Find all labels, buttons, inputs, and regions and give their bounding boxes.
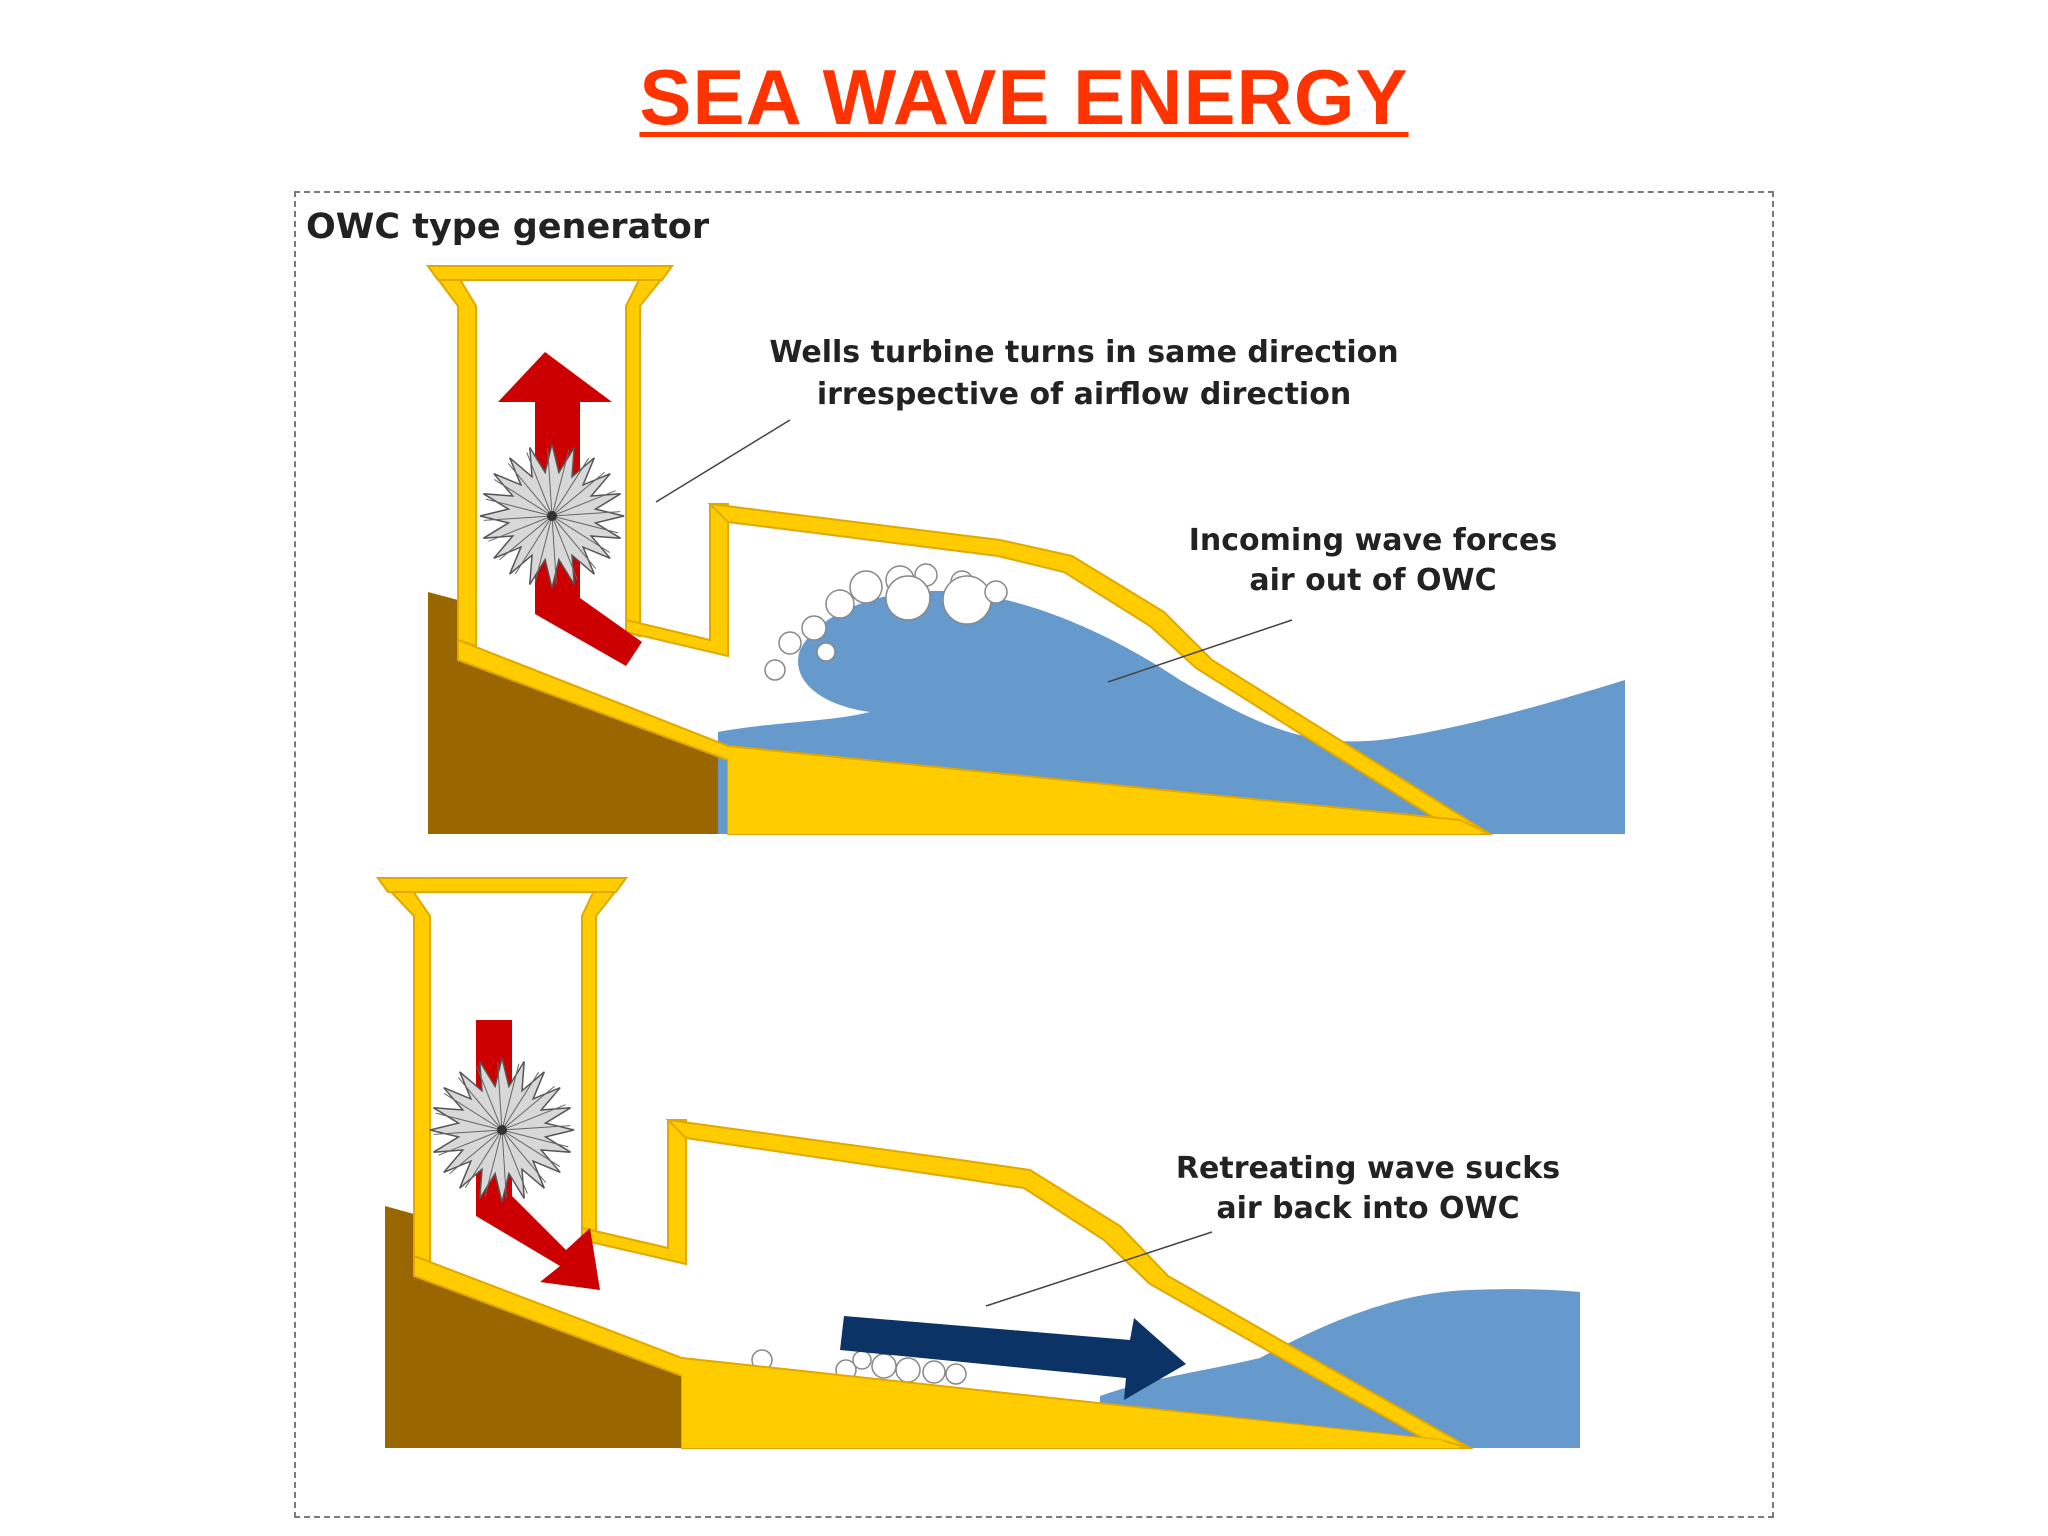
turbine-blade-line: [497, 1061, 503, 1131]
turbine-callout-line: [655, 419, 791, 503]
turbine-blade-line: [499, 515, 553, 561]
turbine-blade-line: [501, 1125, 571, 1131]
turbine-blade-line: [501, 1129, 528, 1194]
turbine-blade-line: [514, 515, 553, 575]
turbine-blade-line: [534, 515, 553, 583]
turbine-blade-line: [551, 471, 605, 517]
turbine-blade-line: [433, 1129, 503, 1135]
turbine-blade-line: [443, 1092, 503, 1131]
diagram-heading: OWC type generator: [306, 207, 710, 247]
turbine-blade-line: [484, 1129, 503, 1197]
bottom-chimney-left-wall: [375, 877, 431, 1264]
wells-turbine-icon: [479, 443, 625, 589]
turbine-blade-line: [464, 1129, 503, 1189]
top-floor-slab: [728, 748, 1480, 834]
turbine-blade-line: [551, 490, 616, 517]
turbine-blade-line: [485, 498, 553, 517]
turbine-blade-line: [501, 1129, 507, 1199]
top-foam: [764, 563, 1008, 681]
water-flow-arrow-icon: [840, 1316, 1186, 1400]
turbine-blade-line: [526, 452, 553, 517]
turbine-hub: [547, 511, 557, 521]
turbine-label-line1: Wells turbine turns in same direction: [769, 335, 1398, 370]
turbine-blade-line: [435, 1112, 503, 1131]
turbine-blade-line: [488, 515, 553, 542]
bottom-rock: [385, 1206, 682, 1448]
top-chimney-lip: [426, 265, 674, 281]
bottom-duct: [581, 1119, 687, 1266]
turbine-blade-line: [551, 515, 557, 585]
turbine-blade-line: [551, 511, 621, 517]
bottom-chimney-lip: [376, 877, 628, 893]
turbine-blade-line: [551, 449, 570, 517]
turbine-blade-line: [483, 515, 553, 521]
top-duct: [625, 503, 729, 658]
retreating-wave-label-line2: air back into OWC: [1216, 1191, 1519, 1226]
wells-turbine-icon: [429, 1057, 575, 1203]
retreat-callout-line: [985, 1231, 1213, 1307]
turbine-blade-line: [501, 1063, 520, 1131]
incoming-wave-label-line1: Incoming wave forces: [1189, 523, 1557, 558]
turbine-blade-line: [501, 1071, 540, 1131]
bottom-foam: [751, 1349, 967, 1385]
incoming-wave-label-line2: air out of OWC: [1249, 563, 1496, 598]
turbine-blade-line: [551, 515, 619, 534]
turbine-blade-line: [551, 515, 597, 569]
turbine-blade-line: [457, 1077, 503, 1131]
turbine-blade-line: [501, 1129, 569, 1148]
turbine-blade-line: [449, 1129, 503, 1175]
top-chimney-right-wall: [625, 265, 675, 638]
bottom-water: [1100, 1289, 1580, 1448]
turbine-blade-line: [547, 447, 553, 517]
bottom-panel: Retreating wave sucks air back into OWC: [375, 877, 1580, 1449]
turbine-blade-line: [501, 1104, 566, 1131]
retreating-wave-label-line1: Retreating wave sucks: [1176, 1151, 1560, 1186]
top-panel: Wells turbine turns in same direction ir…: [426, 265, 1625, 835]
turbine-blade-line: [551, 457, 590, 517]
turbine-blade-line: [493, 478, 553, 517]
wave-callout-line: [1107, 619, 1293, 683]
turbine-blade-line: [507, 463, 553, 517]
bottom-chimney-right-wall: [581, 877, 629, 1238]
top-chimney-left-wall: [426, 265, 477, 648]
turbine-blade-line: [551, 515, 611, 554]
turbine-blade-line: [501, 1129, 561, 1168]
slide-title: SEA WAVE ENERGY: [639, 53, 1409, 141]
turbine-blade-line: [501, 1085, 555, 1131]
bottom-floor-slab: [682, 1360, 1460, 1448]
turbine-blade-line: [501, 1129, 547, 1183]
turbine-blade-line: [476, 1066, 503, 1131]
turbine-blade-line: [438, 1129, 503, 1156]
top-rock: [428, 592, 728, 834]
turbine-label-line2: irrespective of airflow direction: [817, 377, 1351, 412]
turbine-blade-line: [551, 515, 578, 580]
turbine-hub: [497, 1125, 507, 1135]
